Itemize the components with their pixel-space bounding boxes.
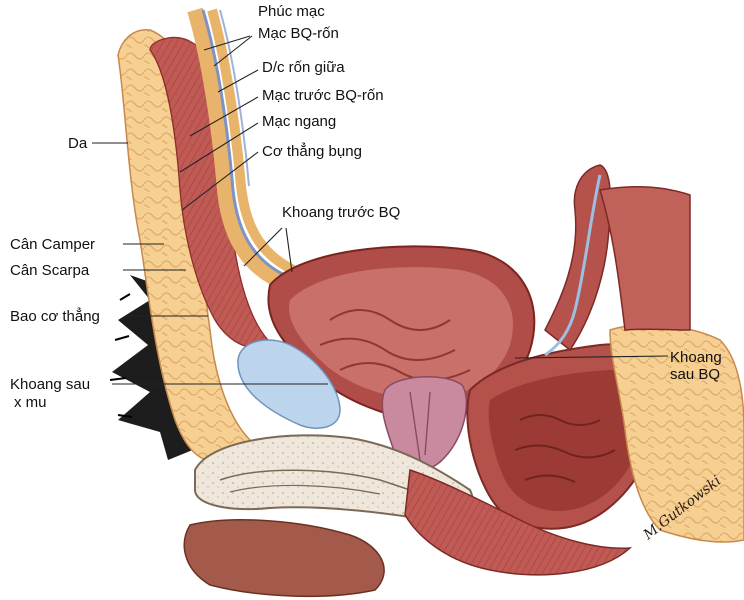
leader-mac-ngang [179,122,259,173]
sacrum [609,324,744,543]
pubic-bone [194,434,474,522]
leader-mac-bq-ron-a [213,35,253,67]
fascia-layers [187,7,303,293]
label-khoang-sau-x-mu-2: x mu [14,394,47,411]
label-co-thang-bung: Cơ thẳng bụng [262,142,362,160]
rectum [466,343,662,530]
label-mac-ngang: Mạc ngang [262,113,336,130]
labels: Phúc mạc Mạc BQ-rốn D/c rốn giữa Mạc trư… [10,3,722,411]
label-dc-ron-giua: D/c rốn giữa [262,59,345,76]
label-phuc-mac: Phúc mạc [258,3,325,20]
label-khoang-truoc-bq: Khoang trước BQ [282,204,400,221]
leader-mac-truoc-bq-ron [189,96,259,137]
prostate [381,376,468,472]
label-bao-co-thang: Bao cơ thẳng [10,307,100,325]
label-khoang-sau-bq-1: Khoang [670,349,722,366]
leader-phuc-mac [203,35,251,51]
perineum [404,468,633,576]
leader-khoang-sau-bq [514,355,669,359]
leader-co-thang-bung [181,151,259,211]
leader-lines [92,35,669,385]
leader-khoang-truoc-bq-a [243,227,283,267]
peritoneum-posterior [544,164,691,357]
label-mac-bq-ron: Mạc BQ-rốn [258,25,339,42]
label-khoang-sau-x-mu-1: Khoang sau [10,376,90,393]
leader-dc-ron-giua [217,69,259,93]
rectus-abdominis-muscle [149,36,269,348]
label-can-scarpa: Cân Scarpa [10,262,90,279]
label-can-camper: Cân Camper [10,236,95,253]
label-da: Da [68,135,88,152]
label-mac-truoc-bq-ron: Mạc trước BQ-rốn [262,87,384,104]
leader-khoang-truoc-bq-b [285,227,293,273]
label-khoang-sau-bq-2: sau BQ [670,366,720,383]
genital-region [183,519,385,598]
